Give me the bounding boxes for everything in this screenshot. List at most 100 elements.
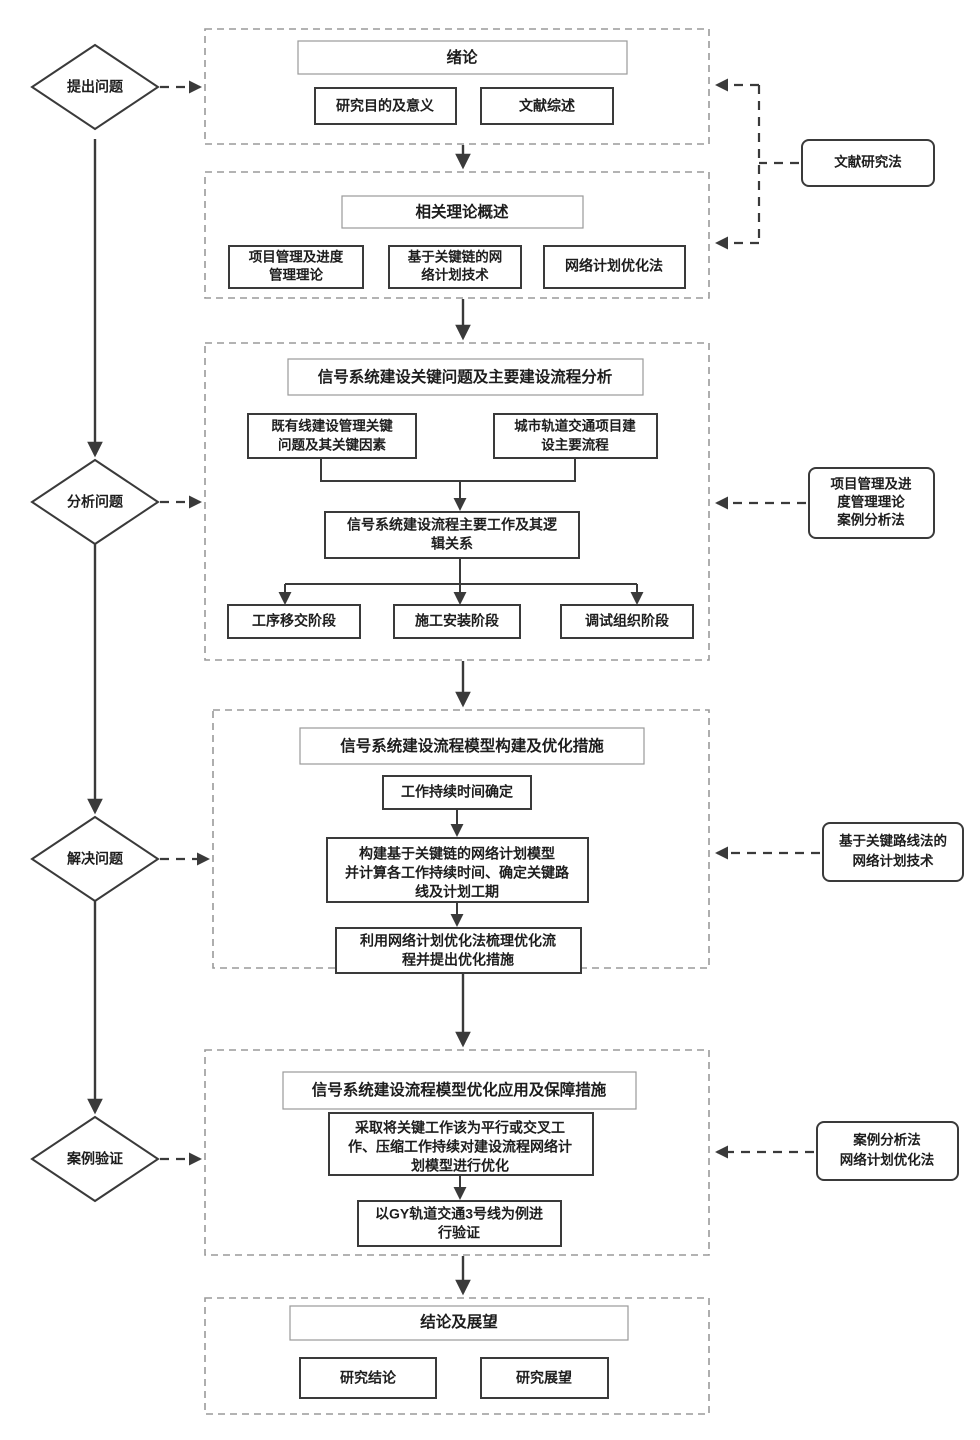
item-label-line2: 行验证 [437,1225,480,1241]
stage-title-box [341,195,584,229]
stage-item-work-duration[interactable]: 工作持续时间确定 [382,775,532,810]
item-label-line3: 线及计划工期 [415,884,499,900]
stage-item-gy-line3-verification[interactable]: 以GY轨道交通3号线为例进 行验证 [357,1200,562,1247]
stage-title-case[interactable]: 信号系统建设流程模型优化应用及保障措施 [282,1071,637,1110]
stage-item-existing-line-issues[interactable]: 既有线建设管理关键 问题及其关键因素 [247,413,417,459]
item-label-line1: 城市轨道交通项目建 [514,418,636,434]
item-label-line2: 辑关系 [431,536,473,552]
phase-node-2[interactable]: 分析问题 [30,458,160,546]
method-label-line1: 基于关键路线法的 [839,833,947,849]
item-label-line2: 设主要流程 [541,437,609,453]
stage-title-box [282,1071,637,1110]
method-label: 文献研究法 [834,154,902,170]
item-label-line2: 管理理论 [269,267,323,283]
method-node-project-mgmt-case-analysis[interactable]: 项目管理及进 度管理理论 案例分析法 [808,467,935,539]
item-label-line2: 并计算各工作持续时间、确定关键路 [345,865,570,881]
stage-title-box [297,40,628,75]
item-label: 网络计划优化法 [565,258,663,274]
stage-title-text: 信号系统建设流程模型优化应用及保障措施 [312,1080,607,1099]
method-label-line3: 案例分析法 [836,512,905,528]
phase-node-4[interactable]: 案例验证 [30,1115,160,1203]
phase-label-4: 案例验证 [66,1151,123,1167]
stage-title-text: 相关理论概述 [415,202,509,221]
phase-diamond-shape [30,1115,160,1203]
stage-item-urban-rail-process[interactable]: 城市轨道交通项目建 设主要流程 [493,413,658,459]
stage-title-text: 信号系统建设流程模型构建及优化措施 [340,736,604,755]
phase-diamond-shape [30,815,160,903]
stage-title-intro[interactable]: 绪论 [297,40,628,75]
stage-title-box [289,1305,629,1341]
stage-item-research-conclusion[interactable]: 研究结论 [299,1357,437,1399]
phase-node-3[interactable]: 解决问题 [30,815,160,903]
item-box [326,837,589,903]
item-box [543,245,686,289]
item-box [480,1357,609,1399]
item-label: 研究目的及意义 [336,98,434,114]
stage-container-analysis [204,342,710,661]
item-box [247,413,417,459]
item-label-line1: 以GY轨道交通3号线为例进 [375,1206,543,1222]
item-box [299,1357,437,1399]
item-box [314,87,457,125]
stage-item-construction-install-phase[interactable]: 施工安装阶段 [393,604,521,639]
item-box [357,1200,562,1247]
item-label-line1: 构建基于关键链的网络计划模型 [359,846,555,862]
stage-item-critical-chain-network[interactable]: 基于关键链的网 络计划技术 [388,245,522,289]
stage-title-conclusion[interactable]: 结论及展望 [289,1305,629,1341]
stage-item-research-purpose[interactable]: 研究目的及意义 [314,87,457,125]
item-label-line1: 采取将关键工作该为平行或交叉工 [354,1120,565,1136]
item-label-line2: 问题及其关键因素 [278,437,386,453]
stage-container-theory [204,171,710,299]
item-label: 工作持续时间确定 [401,784,513,800]
stage-item-parallel-crossover-optimization[interactable]: 采取将关键工作该为平行或交叉工 作、压缩工作持续对建设流程网络计 划模型进行优化 [328,1112,594,1176]
stage-title-text: 绪论 [446,48,478,67]
item-label-line1: 项目管理及进度 [249,249,344,265]
item-box [388,245,522,289]
stage-title-theory[interactable]: 相关理论概述 [341,195,584,229]
stage-item-project-mgmt-theory[interactable]: 项目管理及进度 管理理论 [228,245,364,289]
item-label: 施工安装阶段 [415,613,499,629]
item-label-line1: 基于关键链的网 [408,249,503,265]
stage-title-box [287,358,644,396]
item-label: 研究展望 [516,1370,572,1386]
method-node-case-network-optimization[interactable]: 案例分析法 网络计划优化法 [816,1121,959,1181]
stage-item-network-plan-optimization[interactable]: 网络计划优化法 [543,245,686,289]
phase-node-1[interactable]: 提出问题 [30,43,160,131]
phase-label-3: 解决问题 [67,851,124,867]
method-box [801,139,935,187]
stage-item-process-transfer-phase[interactable]: 工序移交阶段 [227,604,361,639]
item-box [382,775,532,810]
phase-label-1: 提出问题 [67,79,124,95]
phase-diamond-shape [30,458,160,546]
method-label-line1: 案例分析法 [852,1132,921,1148]
item-box [493,413,658,459]
stage-container-intro [204,28,710,145]
method-label-line2: 网络计划优化法 [840,1152,935,1168]
stage-item-logic-relations[interactable]: 信号系统建设流程主要工作及其逻 辑关系 [324,511,580,559]
item-box [393,604,521,639]
item-box [335,927,582,974]
method-label-line2: 网络计划技术 [853,853,934,869]
item-label-line2: 程并提出优化措施 [402,952,514,968]
item-label-line2: 络计划技术 [421,267,489,283]
item-label: 文献综述 [519,98,575,114]
stage-item-build-network-model[interactable]: 构建基于关键链的网络计划模型 并计算各工作持续时间、确定关键路 线及计划工期 [326,837,589,903]
item-box [480,87,614,125]
item-label-line1: 信号系统建设流程主要工作及其逻 [347,517,558,533]
item-box [328,1112,594,1176]
stage-title-text: 信号系统建设关键问题及主要建设流程分析 [318,367,613,386]
item-label-line1: 既有线建设管理关键 [271,418,393,434]
method-node-critical-path-network[interactable]: 基于关键路线法的 网络计划技术 [822,822,964,882]
item-box [560,604,694,639]
method-label-line1: 项目管理及进 [831,476,912,492]
stage-item-research-outlook[interactable]: 研究展望 [480,1357,609,1399]
method-node-literature-research[interactable]: 文献研究法 [801,139,935,187]
merge-connector-analysis [320,459,576,482]
stage-item-literature-review[interactable]: 文献综述 [480,87,614,125]
stage-title-analysis[interactable]: 信号系统建设关键问题及主要建设流程分析 [287,358,644,396]
method-label-line2: 度管理理论 [837,494,905,510]
stage-item-optimize-measures[interactable]: 利用网络计划优化法梳理优化流 程并提出优化措施 [335,927,582,974]
stage-title-solution[interactable]: 信号系统建设流程模型构建及优化措施 [299,727,645,765]
stage-item-commission-org-phase[interactable]: 调试组织阶段 [560,604,694,639]
